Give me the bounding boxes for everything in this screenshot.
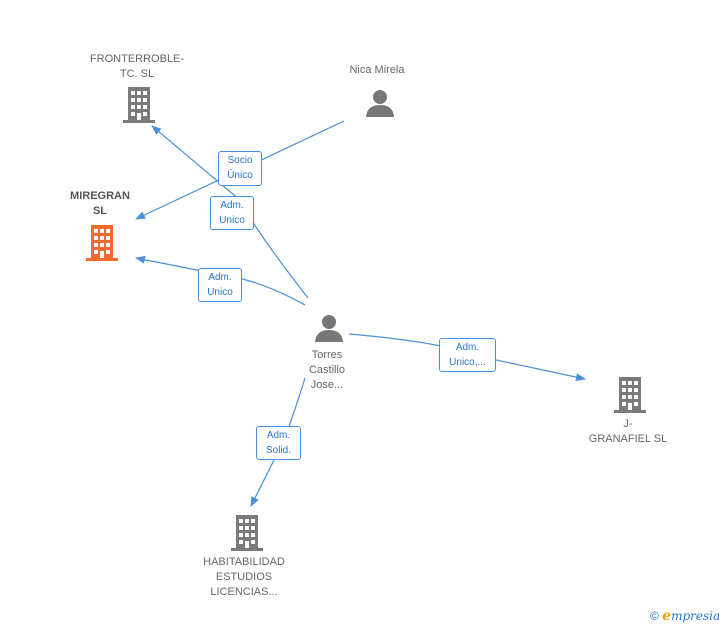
building-icon[interactable] xyxy=(614,377,646,413)
node-label-miregran: MIREGRAN SL xyxy=(70,190,130,217)
building-icon[interactable] xyxy=(231,515,263,551)
logo-text: mpresia xyxy=(671,609,721,623)
node-label-granafiel: J- GRANAFIEL SL xyxy=(588,418,668,445)
edge-label-adm-unico-fronterroble[interactable]: Adm. Unico xyxy=(210,196,254,230)
edge-label-adm-unico-granafiel[interactable]: Adm. Unico,... xyxy=(439,338,496,372)
edge-label-adm-unico-miregran[interactable]: Adm. Unico xyxy=(198,268,242,302)
node-label-torres-castillo: Torres Castillo Jose... xyxy=(308,349,346,391)
node-label-habitabilidad: HABITABILIDAD ESTUDIOS LICENCIAS... xyxy=(203,556,285,598)
person-icon[interactable] xyxy=(365,88,395,118)
person-icon[interactable] xyxy=(314,313,344,343)
building-icon[interactable] xyxy=(123,87,155,123)
edge-label-adm-solid[interactable]: Adm. Solid. xyxy=(256,426,301,460)
copyright-symbol: © xyxy=(650,609,659,623)
empresia-logo: © empresia xyxy=(650,608,720,624)
edge-label-socio-unico[interactable]: Socio Único xyxy=(218,151,262,186)
node-label-fronterroble: FRONTERROBLE- TC. SL xyxy=(89,53,185,80)
logo-e: e xyxy=(662,608,672,624)
building-icon-highlight[interactable] xyxy=(86,225,118,261)
node-label-nica-mirela: Nica Mirela xyxy=(349,64,405,76)
